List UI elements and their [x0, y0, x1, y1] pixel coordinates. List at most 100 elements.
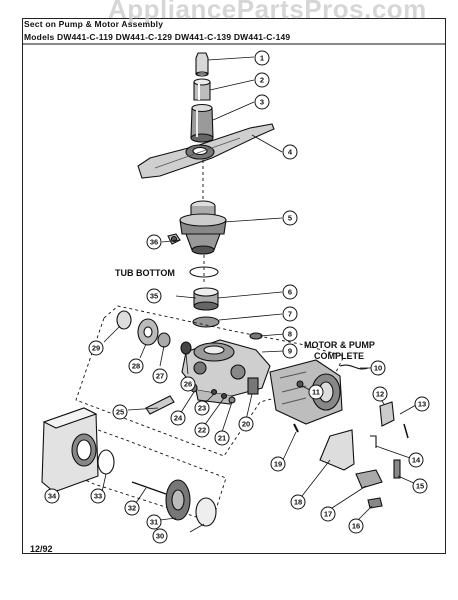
callout-circle [88, 340, 104, 356]
part-11-nut [296, 380, 304, 388]
callout-number: 13 [418, 400, 426, 409]
callout-circle [194, 400, 210, 416]
callout-6: 6 [282, 284, 298, 300]
callout-22: 22 [194, 422, 210, 438]
callout-circle [308, 384, 324, 400]
callout-4: 4 [282, 144, 298, 160]
part-13-spring [403, 423, 409, 439]
part-2-tube [193, 78, 211, 101]
callout-circle [214, 430, 230, 446]
part-32-shaft [131, 481, 167, 495]
callout-number: 21 [218, 434, 226, 443]
callout-number: 17 [324, 510, 332, 519]
callout-number: 11 [312, 388, 320, 397]
callout-number: 18 [294, 498, 302, 507]
part-14-wire [370, 435, 377, 448]
tub-bottom-label: TUB BOTTOM [115, 268, 175, 278]
callout-11: 11 [308, 384, 324, 400]
callout-number: 4 [288, 148, 293, 157]
part-18-bracket [319, 429, 355, 471]
callout-circle [270, 456, 286, 472]
callout-25: 25 [112, 404, 128, 420]
part-26-impeller-nut [180, 341, 192, 355]
section-title: Sect on Pump & Motor Assembly [24, 19, 164, 29]
callout-number: 34 [48, 492, 57, 501]
callout-circle [112, 404, 128, 420]
part-31-fan [165, 479, 191, 521]
callout-28: 28 [128, 358, 144, 374]
part-29-seal-ring [116, 310, 132, 330]
callout-circle [412, 478, 428, 494]
callout-13: 13 [414, 396, 430, 412]
callout-circle [254, 94, 270, 110]
callout-number: 27 [156, 372, 164, 381]
callout-circle [254, 50, 270, 66]
callout-14: 14 [408, 452, 424, 468]
callout-number: 6 [288, 288, 292, 297]
callout-number: 15 [416, 482, 424, 491]
part-17-switch [355, 469, 383, 489]
callout-number: 33 [94, 492, 102, 501]
part-33-clamp [97, 449, 115, 475]
callout-number: 7 [288, 310, 292, 319]
callout-number: 2 [260, 76, 264, 85]
callout-circle [282, 343, 298, 359]
part-16-clip [367, 497, 383, 509]
part-4-spray-arm [137, 123, 275, 179]
callout-circle [146, 514, 162, 530]
part-7-seal [192, 316, 220, 328]
callout-number: 19 [274, 460, 282, 469]
callout-7: 7 [282, 306, 298, 322]
callout-circle [146, 234, 162, 250]
callout-36: 36 [146, 234, 162, 250]
callout-number: 14 [412, 456, 421, 465]
callout-number: 28 [132, 362, 140, 371]
callout-10: 10 [370, 360, 386, 376]
part-27-impeller [157, 332, 171, 348]
part-20-coupling [247, 377, 259, 395]
callout-circle [152, 368, 168, 384]
leader-lines [55, 56, 417, 533]
callout-number: 3 [260, 98, 264, 107]
callout-number: 35 [150, 292, 158, 301]
part-28-chopper [137, 318, 159, 346]
callout-31: 31 [146, 514, 162, 530]
part-34-drain-housing [41, 407, 99, 493]
callout-circle [238, 416, 254, 432]
callout-5: 5 [282, 210, 298, 226]
part-19-screw [293, 423, 299, 433]
callout-20: 20 [238, 416, 254, 432]
callout-9: 9 [282, 343, 298, 359]
motor [269, 359, 343, 425]
part-25-rod [145, 395, 175, 415]
part-10-cord [339, 364, 369, 370]
callout-29: 29 [88, 340, 104, 356]
callout-number: 26 [184, 380, 192, 389]
callout-21: 21 [214, 430, 230, 446]
callout-number: 24 [174, 414, 183, 423]
part-15-plug [393, 459, 401, 479]
part-36-clip [167, 233, 181, 245]
callout-circle [180, 376, 196, 392]
callout-30: 30 [152, 528, 168, 544]
part-23-screw [210, 388, 218, 396]
callout-number: 16 [352, 522, 360, 531]
callout-16: 16 [348, 518, 364, 534]
callout-circle [320, 506, 336, 522]
callout-circle [146, 288, 162, 304]
callout-number: 36 [150, 238, 158, 247]
callout-33: 33 [90, 488, 106, 504]
callout-34: 34 [44, 488, 60, 504]
callout-circle [282, 306, 298, 322]
callout-8: 8 [282, 326, 298, 342]
callout-circle [282, 210, 298, 226]
callout-circle [408, 452, 424, 468]
callout-23: 23 [194, 400, 210, 416]
motor-pump-label-line2: COMPLETE [314, 351, 365, 361]
callout-3: 3 [254, 94, 270, 110]
callout-circle [194, 422, 210, 438]
callout-number: 29 [92, 344, 100, 353]
part-1-cap [195, 52, 209, 77]
callout-number: 12 [376, 390, 384, 399]
